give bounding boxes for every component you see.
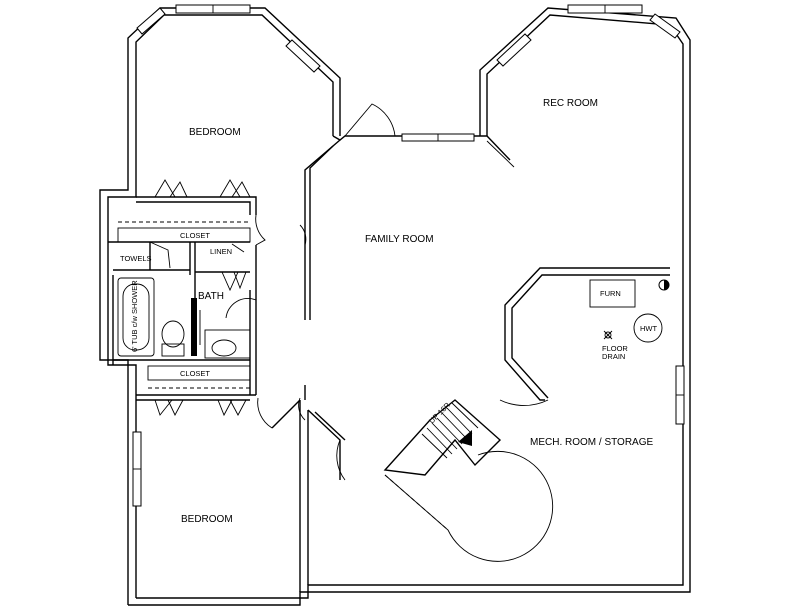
label-bedroom-bottom: BEDROOM [181,514,233,525]
label-floor-drain-line1: FLOOR [602,344,628,353]
label-closet-top: CLOSET [180,231,210,240]
label-floor-drain-line2: DRAIN [602,352,625,361]
label-hwt: HWT [640,324,657,333]
label-closet-bottom: CLOSET [180,369,210,378]
windows [132,4,685,507]
label-stairs: UP 16R [427,400,452,425]
label-furn: FURN [600,289,621,298]
label-tub: 6' TUB c/w SHOWER [130,280,139,352]
doors [149,103,549,481]
label-family-room: FAMILY ROOM [365,234,434,245]
label-linen: LINEN [210,247,232,256]
label-bedroom-top: BEDROOM [189,127,241,138]
label-mech-room: MECH. ROOM / STORAGE [530,437,653,448]
room-labels: BEDROOM REC ROOM FAMILY ROOM BATH MECH. … [120,98,657,525]
interior-walls [108,135,670,592]
fixtures [117,277,670,359]
label-towels: TOWELS [120,254,152,263]
staircase [384,402,554,562]
label-bath: BATH [198,291,224,302]
label-rec-room: REC ROOM [543,98,598,109]
floor-drain-icon [603,330,613,340]
